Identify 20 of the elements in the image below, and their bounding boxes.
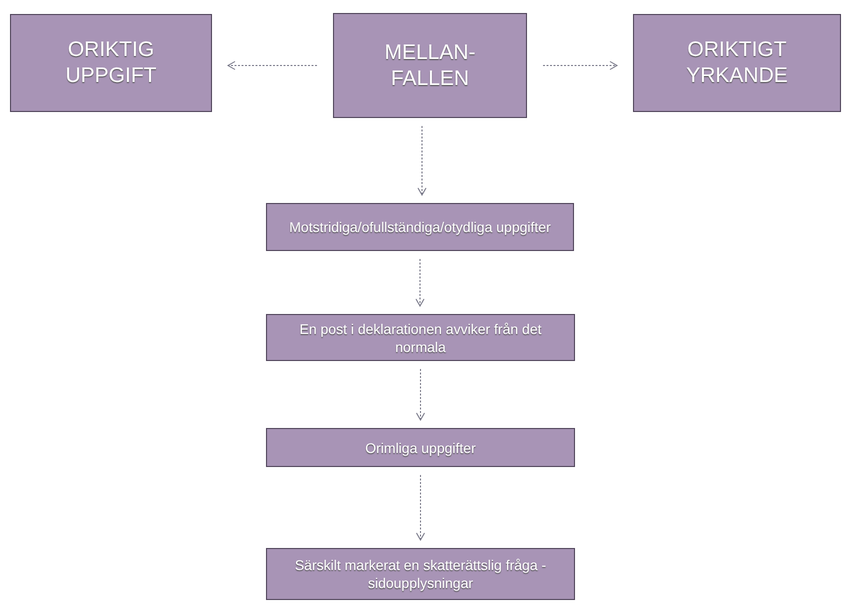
arrow [416, 368, 425, 420]
arrow [416, 258, 424, 306]
process-box [10, 14, 212, 112]
arrow [542, 61, 618, 70]
arrow [228, 61, 318, 70]
process-box [333, 13, 527, 118]
box-label: Särskilt markerat en skatterättslig fråga - sidoupplysningar [294, 556, 548, 592]
box-label: ORIKTIGT YRKANDE [685, 37, 789, 89]
process-box [266, 203, 574, 251]
box-label: En post i deklarationen avviker från det normala [298, 320, 543, 356]
process-box [266, 548, 575, 600]
arrow [416, 474, 425, 540]
box-label: MELLAN- FALLEN [383, 40, 477, 92]
process-box [266, 428, 575, 467]
box-label: ORIKTIG UPPGIFT [64, 37, 158, 89]
arrow [418, 126, 426, 196]
box-label: Orimliga uppgifter [365, 438, 476, 456]
box-label: Motstridiga/ofullständiga/otydliga uppgifter [289, 218, 551, 236]
process-box [633, 14, 841, 112]
process-box [266, 314, 575, 361]
